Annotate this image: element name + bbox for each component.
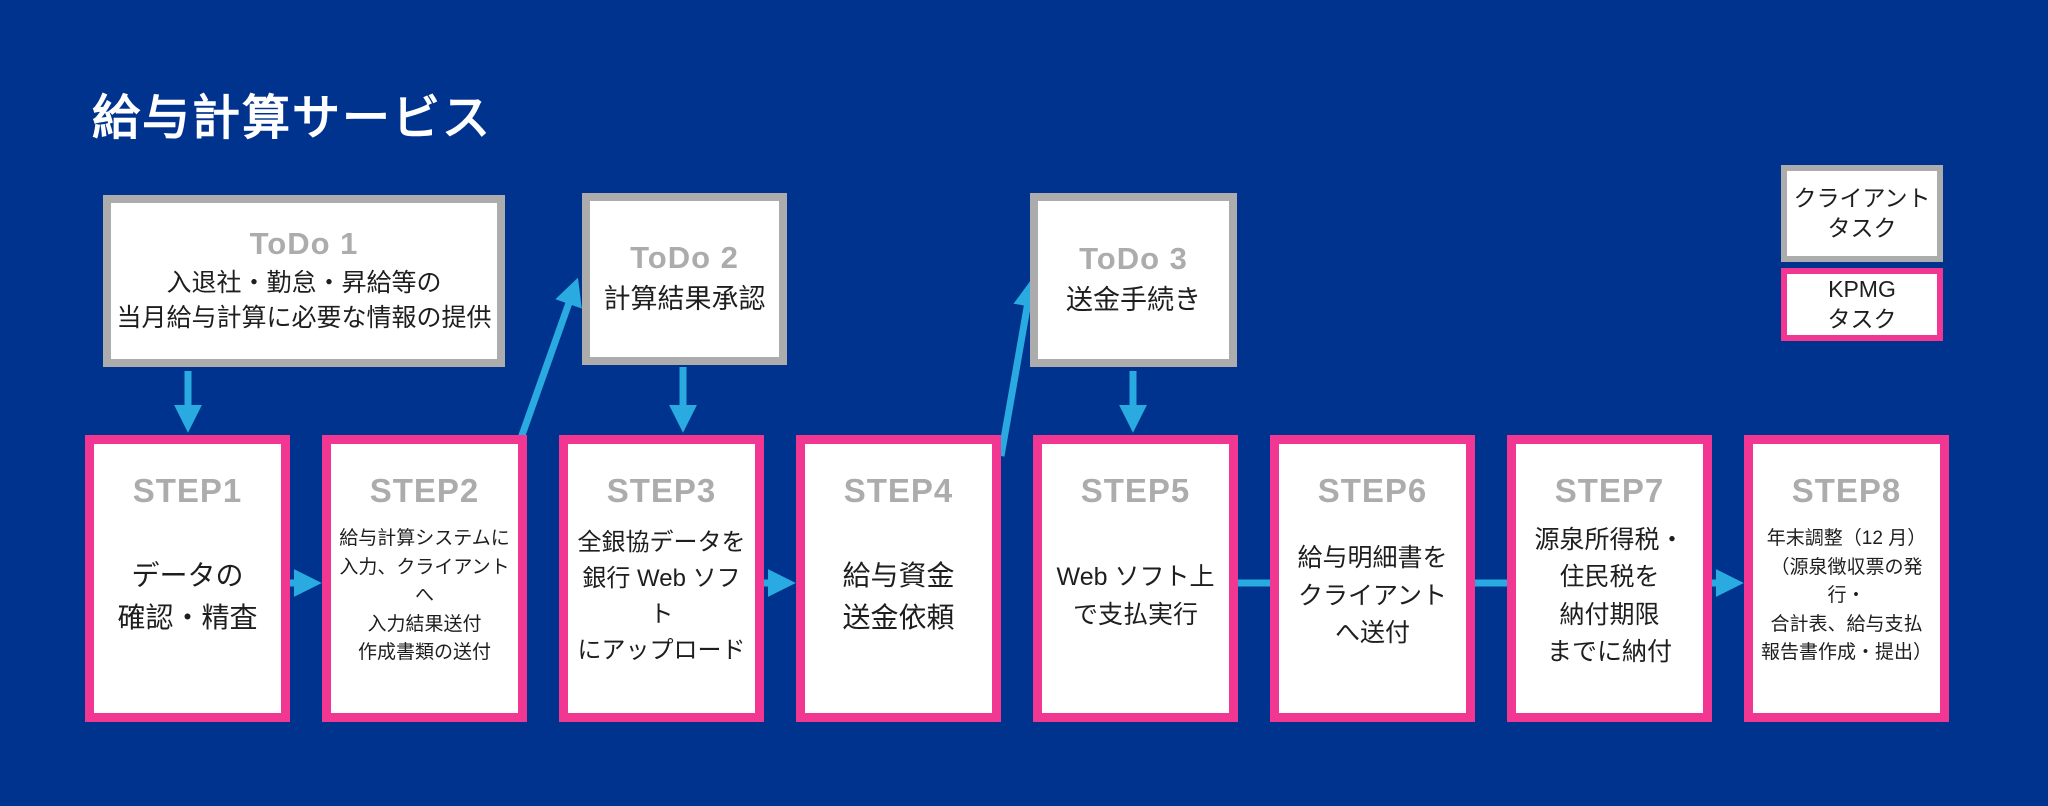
step-box-4: STEP4 給与資金 送金依頼 bbox=[796, 435, 1001, 722]
step-body: 源泉所得税・ 住民税を 納付期限 までに納付 bbox=[1534, 525, 1685, 667]
step-box-1: STEP1 データの 確認・精査 bbox=[85, 435, 290, 722]
todo-label: ToDo 2 bbox=[630, 239, 739, 275]
todo-body: 送金手続き bbox=[1066, 284, 1201, 315]
step-label: STEP3 bbox=[606, 472, 717, 509]
step-body: Web ソフト上 で支払実行 bbox=[1056, 563, 1215, 629]
step-box-7: STEP7 源泉所得税・ 住民税を 納付期限 までに納付 bbox=[1507, 435, 1712, 722]
page-title: 給与計算サービス bbox=[92, 92, 493, 145]
step-body: 給与計算システムに 入力、クライアントへ 入力結果送付 作成書類の送付 bbox=[339, 528, 510, 664]
step-label: STEP2 bbox=[369, 472, 480, 509]
step-body: 全銀協データを 銀行 Web ソフト にアップロード bbox=[577, 528, 746, 664]
todo-body: 計算結果承認 bbox=[603, 283, 766, 314]
step-box-8: STEP8 年末調整（12 月） （源泉徴収票の発行・ 合計表、給与支払 報告書… bbox=[1744, 435, 1949, 722]
arrow-step4-to-todo3 bbox=[997, 278, 1042, 457]
step-body: 給与資金 送金依頼 bbox=[842, 559, 955, 633]
step-box-2: STEP2 給与計算システムに 入力、クライアントへ 入力結果送付 作成書類の送… bbox=[322, 435, 527, 722]
step-label: STEP6 bbox=[1317, 472, 1428, 509]
legend-client-task: クライアント タスク bbox=[1781, 165, 1943, 262]
step-label: STEP1 bbox=[132, 472, 243, 509]
step-body: データの 確認・精査 bbox=[117, 559, 258, 633]
todo-label: ToDo 1 bbox=[249, 225, 359, 261]
todo-body: 入退社・勤怠・昇給等の 当月給与計算に必要な情報の提供 bbox=[116, 268, 492, 333]
step-label: STEP8 bbox=[1791, 472, 1902, 509]
todo-label: ToDo 3 bbox=[1079, 240, 1188, 276]
todo-box-3: ToDo 3 送金手続き bbox=[1030, 193, 1237, 367]
step-label: STEP7 bbox=[1554, 472, 1665, 509]
arrow-step2-to-todo2 bbox=[517, 277, 582, 440]
step-body: 年末調整（12 月） （源泉徴収票の発行・ 合計表、給与支払 報告書作成・提出） bbox=[1760, 528, 1932, 664]
step-label: STEP4 bbox=[843, 472, 954, 509]
legend-kpmg-task: KPMG タスク bbox=[1781, 268, 1943, 341]
step-box-3: STEP3 全銀協データを 銀行 Web ソフト にアップロード bbox=[559, 435, 764, 722]
step-box-5: STEP5 Web ソフト上 で支払実行 bbox=[1033, 435, 1238, 722]
step-label: STEP5 bbox=[1080, 472, 1191, 509]
step-body: 給与明細書を クライアント へ送付 bbox=[1297, 544, 1448, 648]
step-box-6: STEP6 給与明細書を クライアント へ送付 bbox=[1270, 435, 1475, 722]
todo-box-1: ToDo 1 入退社・勤怠・昇給等の 当月給与計算に必要な情報の提供 bbox=[103, 195, 505, 367]
todo-box-2: ToDo 2 計算結果承認 bbox=[582, 193, 787, 365]
